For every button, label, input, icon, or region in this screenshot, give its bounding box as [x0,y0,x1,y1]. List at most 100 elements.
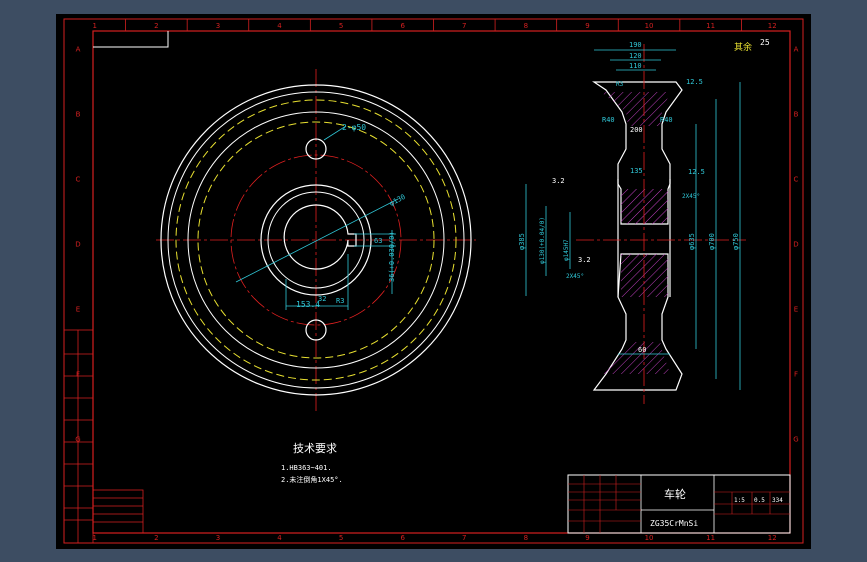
column-label-top: 12 [768,22,777,30]
lightening-hole-top [305,138,327,160]
column-label-bottom: 5 [339,534,343,542]
hub-outer-circle [260,184,372,296]
bolt-circle [230,154,402,326]
rim-inner-circle [187,111,445,369]
top-left-corner-box [93,31,169,48]
hatch-rim-bottom [601,342,670,374]
row-label-right: A [794,46,799,54]
row-label-right: F [794,371,798,379]
dim-left: φ385 [518,233,526,250]
column-label-bottom: 10 [645,534,654,542]
rim-outer-circle [160,84,472,396]
dim-750: φ750 [732,233,740,250]
roughness-3.2-a: 3.2 [552,177,565,185]
column-label-top: 7 [462,22,466,30]
column-label-bottom: 2 [154,534,158,542]
lightening-hole-bottom [305,319,327,341]
angle-note-2: R3 [336,297,344,305]
column-label-bottom: 1 [93,534,97,542]
tech-req-line-2: 2.未注倒角1X45°. [281,475,343,484]
row-label-right: E [794,306,798,314]
dim-200: 200 [630,126,643,134]
hole-note: 2-φ50 [342,123,366,132]
dim-bore-a: φ130(+0.04/0) [539,217,546,264]
row-label-left: E [76,306,80,314]
column-label-bottom: 9 [585,534,589,542]
roughness-hub: 12.5 [688,168,705,176]
tech-req-title: 技术要求 [293,442,337,455]
row-label-left: C [76,176,81,184]
dim-60: 60 [638,346,646,354]
row-label-right: B [794,111,799,119]
key-depth: 153.4 [296,300,320,309]
hatch-hub-top [621,189,668,224]
key-width: 32 [318,295,326,303]
column-label-top: 2 [154,22,158,30]
dim-135: 135 [630,167,643,175]
row-label-right: C [794,176,799,184]
hidden-circle-inner [197,121,435,359]
row-label-left: D [75,241,80,249]
r40-right: R40 [660,116,673,124]
dim-110: 110 [629,62,642,70]
front-view: 2-φ50 φ130 153.4 32 36(+0.030/0) 63 R3 [156,69,476,414]
column-label-bottom: 7 [462,534,466,542]
dim-bore-b: φ145H7 [563,239,570,261]
bottom-left-table [92,489,144,534]
column-label-bottom: 3 [216,534,220,542]
remaining-label: 其余 [734,41,752,53]
dim-120: 120 [629,52,642,60]
technical-requirements: 技术要求 1.HB363~401. 2.未注倒角1X45°. [281,442,343,484]
column-label-top: 4 [277,22,282,30]
dim-635: φ635 [688,233,696,250]
dim-190: 190 [629,41,642,49]
part-name: 车轮 [664,487,686,501]
column-label-top: 8 [524,22,528,30]
bore-dim: φ130 [388,193,407,208]
column-label-bottom: 6 [400,534,405,542]
column-label-top: 1 [93,22,97,30]
column-label-bottom: 8 [524,534,528,542]
material: ZG35CrMnSi [650,519,698,528]
column-label-bottom: 11 [706,534,715,542]
column-label-top: 5 [339,22,343,30]
row-label-right: D [793,241,798,249]
r40-left: R40 [602,116,615,124]
chamfer-2x45-b: 2X45° [566,273,584,280]
side-dim: 36(+0.030/0) [388,231,396,282]
title-block: 车轮 ZG35CrMnSi 1:5 0.5 334 [567,474,791,534]
column-label-top: 10 [645,22,654,30]
sheet-no: 0.5 [754,497,765,504]
column-label-top: 3 [216,22,220,30]
row-label-left: B [76,111,81,119]
hidden-circle-outer [175,99,457,381]
hatch-hub-bottom [621,254,668,297]
column-label-bottom: 4 [277,534,282,542]
column-label-top: 6 [400,22,405,30]
hub-inner-circle [267,191,365,289]
angle-note-1: 63 [374,237,382,245]
sheet-inner-frame [92,30,791,534]
bore-diameter-line [235,198,399,283]
rim-circle-2 [167,91,465,389]
roughness-top: 12.5 [686,78,703,86]
roughness-corner: 25 [760,38,770,47]
weight: 334 [772,497,783,504]
row-label-left: A [76,46,81,54]
column-label-top: 11 [706,22,715,30]
scale: 1:5 [734,497,745,504]
left-revision-table [63,329,94,544]
column-label-top: 9 [585,22,589,30]
hole-leader [323,125,347,141]
section-view: 190 120 110 R3 12.5 25 其余 R40 R40 200 13… [518,38,770,404]
tech-req-line-1: 1.HB363~401. [281,464,332,472]
sheet-outer-border [63,18,804,544]
chamfer-r-note: R3 [616,81,624,88]
dim-700: φ700 [708,233,716,250]
section-lower-outline [592,253,683,391]
bore-keyway [283,204,357,270]
row-label-right: G [793,436,798,444]
